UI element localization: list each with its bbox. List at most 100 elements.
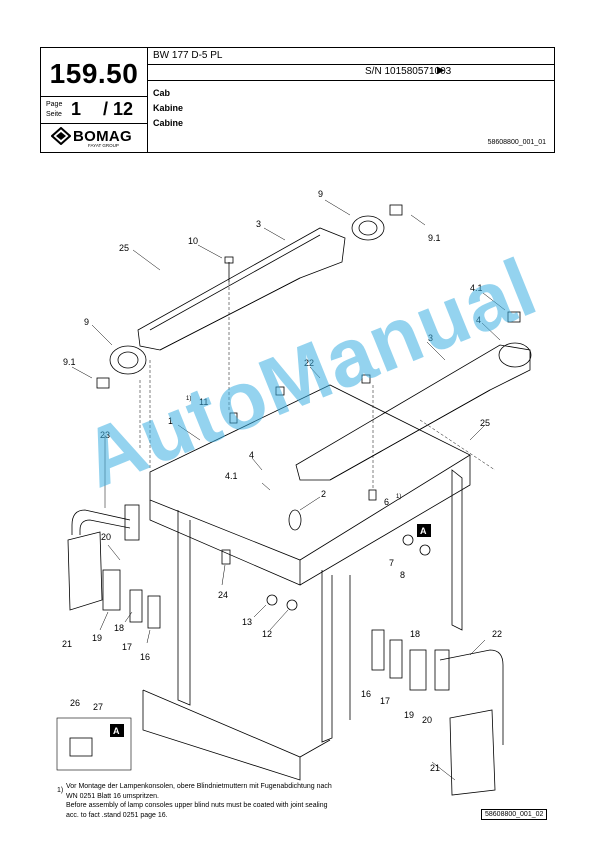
header-table: BW 177 D-5 PL S/N 101580571003 ▶ 159.50 … — [40, 47, 555, 153]
mirror-right — [449, 709, 496, 796]
detail-marker-a-box-detail — [110, 724, 124, 737]
callout: 10 — [188, 236, 198, 246]
rivet-nut-6 — [368, 489, 377, 501]
header-divider — [147, 80, 554, 81]
bolt-22b — [275, 386, 285, 396]
mirror-arm-left — [71, 509, 131, 535]
callout: 18 — [114, 623, 124, 633]
washer-13 — [266, 594, 278, 606]
title-de: Kabine — [153, 103, 184, 113]
cab-post-right — [451, 469, 463, 631]
bolt-22 — [361, 374, 371, 384]
serial-arrow-icon: ▶ — [437, 65, 445, 76]
callout-a: A — [113, 726, 120, 736]
figure-reference: 58608800_001_02 — [481, 809, 548, 820]
header-divider — [147, 64, 554, 65]
cab-post-rear — [321, 570, 333, 743]
callout: 20 — [422, 715, 432, 725]
doc-reference: 58608800_001_01 — [487, 139, 546, 146]
callout: 16 — [361, 689, 371, 699]
header-divider — [147, 48, 148, 152]
callout-labels: 9 9.1 3 10 25 4.1 4 9 9.1 3 22 1) 11 1 2… — [62, 189, 502, 773]
callout: 6 — [384, 497, 389, 507]
callout: 17 — [122, 642, 132, 652]
callout: 23 — [100, 430, 110, 440]
title-en: Cab — [153, 88, 171, 98]
footnote: 1) Vor Montage der Lampenkonsolen, obere… — [57, 782, 337, 820]
callout: 9 — [84, 317, 89, 327]
detail-marker-a-box — [417, 524, 431, 537]
bomag-logo-icon — [51, 127, 71, 145]
callout: 25 — [119, 243, 129, 253]
callout: 22 — [304, 358, 314, 368]
callout: 21 — [62, 639, 72, 649]
page-total: / 12 — [103, 99, 134, 119]
callout: 1) — [186, 396, 191, 402]
callout: 9.1 — [428, 233, 441, 243]
mirror-left — [67, 531, 103, 611]
callout: 1 — [168, 416, 173, 426]
serial-number: S/N 101580571003 — [365, 66, 452, 77]
bolt-7 — [402, 534, 414, 546]
footnote-mark: 1) — [57, 787, 64, 794]
plate-26 — [69, 737, 93, 757]
title-fr: Cabine — [153, 118, 184, 128]
footnote-de: Vor Montage der Lampenkonsolen, obere Bl… — [66, 783, 332, 800]
page-label-de: Page — [46, 101, 63, 108]
cab-roof-frame — [149, 384, 471, 561]
callout: 19 — [404, 710, 414, 720]
spacer-24 — [221, 549, 231, 565]
lamp-housing-right — [498, 342, 532, 368]
callout-a: A — [420, 526, 427, 536]
bomag-logo: BOMAG FAYAT GROUP — [51, 127, 141, 151]
footnote-en: Before assembly of lamp consoles upper b… — [66, 802, 328, 819]
washer-8 — [419, 544, 431, 556]
lamp-housing-left — [109, 345, 147, 375]
machine-model: BW 177 D-5 PL — [153, 50, 223, 61]
callout: 3 — [256, 219, 261, 229]
lamp-bracket-left — [137, 227, 346, 351]
page-current: 1 — [71, 99, 82, 119]
callout: 13 — [242, 617, 252, 627]
callout: 11 — [199, 397, 208, 407]
callout: 3 — [428, 333, 433, 343]
callout: 20 — [101, 532, 111, 542]
grommet-2 — [288, 509, 302, 531]
callout: 22 — [492, 629, 502, 639]
lamp-housing-top — [351, 215, 385, 241]
callout: 16 — [140, 652, 150, 662]
header-divider — [41, 96, 147, 97]
callout: 2 — [321, 489, 326, 499]
callout: 18 — [410, 629, 420, 639]
callout: 27 — [93, 702, 103, 712]
callout: 7 — [389, 558, 394, 568]
group-number: 159.50 — [49, 58, 139, 89]
section-title: Cab Kabine Cabine — [153, 86, 183, 131]
detail-box — [56, 717, 132, 771]
callout: 1) — [396, 494, 401, 500]
logo-text: BOMAG — [73, 128, 132, 145]
callout: 12 — [262, 629, 272, 639]
callout: 4 — [476, 315, 481, 325]
callout: 19 — [92, 633, 102, 643]
callout: 9 — [318, 189, 323, 199]
callout: 17 — [380, 696, 390, 706]
callout: 21 — [430, 763, 440, 773]
callout: 25 — [480, 418, 490, 428]
rivet-nut-11 — [229, 412, 238, 424]
mirror-arm-right — [439, 649, 504, 745]
callout: 4.1 — [225, 471, 238, 481]
bolt-12 — [286, 599, 298, 611]
callout: 9.1 — [63, 357, 76, 367]
callout: 4 — [249, 450, 254, 460]
header-divider — [41, 123, 147, 124]
page-label-en: Seite — [46, 111, 62, 118]
page-label: Page Seite — [46, 100, 62, 120]
callout: 24 — [218, 590, 228, 600]
logo-subtext: FAYAT GROUP — [88, 143, 119, 148]
callout: 8 — [400, 570, 405, 580]
callout: 4.1 — [470, 283, 483, 293]
cab-post-left-front — [177, 510, 191, 706]
callout: 26 — [70, 698, 80, 708]
